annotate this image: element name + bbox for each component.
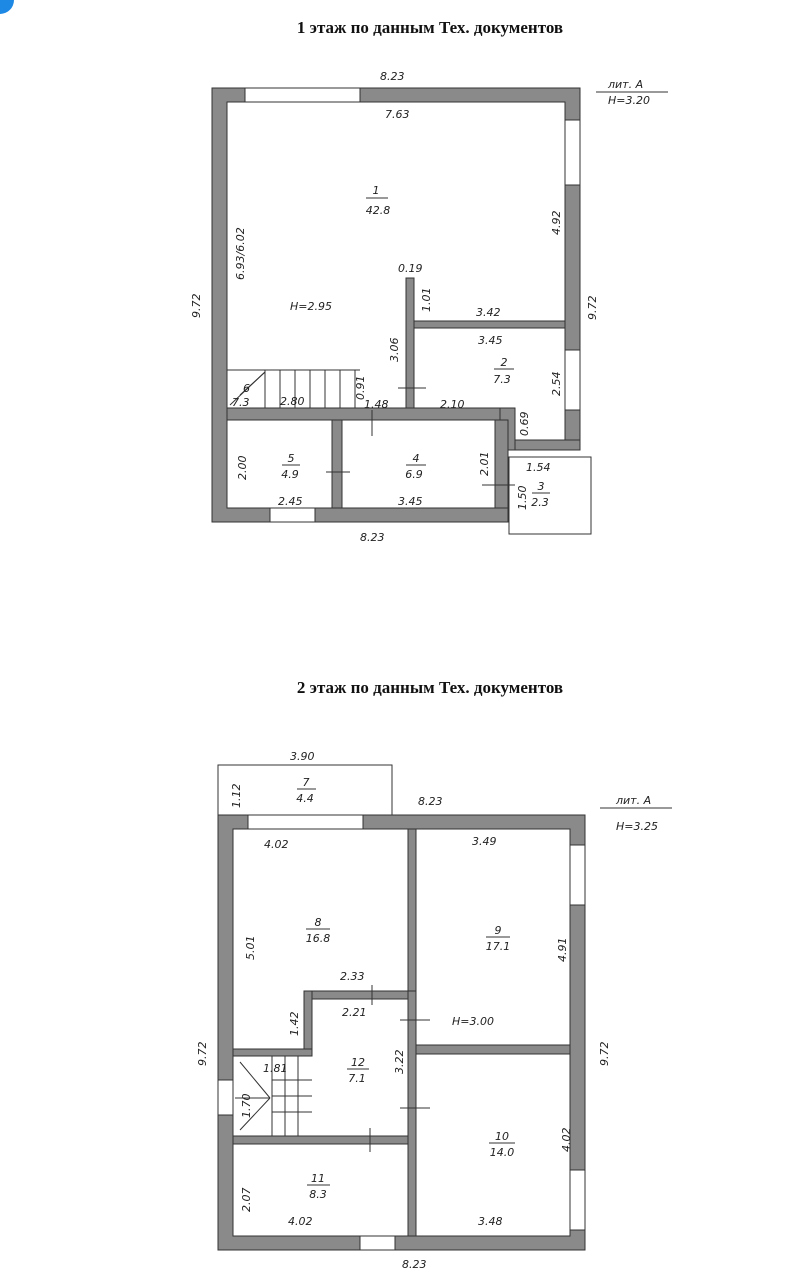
floor2-title: 2 этаж по данным Тех. документов [296,678,564,697]
dim: 2.33 [340,970,365,983]
room-area: 4.9 [281,468,299,481]
floor2-plan: 3.90 1.12 7 4.4 8.23 лит. А H=3.25 4.02 … [196,750,672,1271]
height-label: H=3.25 [616,820,658,833]
dim: 3.90 [290,750,315,763]
room-number: 11 [311,1172,325,1185]
dim: 8.23 [418,795,443,808]
dim: 1.01 [420,288,433,313]
dim: 6.93/6.02 [234,227,247,280]
dim: 4.02 [560,1128,573,1153]
dim: 3.45 [398,495,423,508]
dim: 1.42 [288,1012,301,1037]
dim: 2.01 [478,452,491,477]
floor1-plan: 8.23 7.63 лит. А H=3.20 9.72 6.93/6.02 4… [190,70,668,544]
room-number: 5 [288,452,295,465]
room-number: 3 [538,480,545,493]
dim: 4.91 [556,938,569,963]
dim: 1.50 [516,486,529,511]
dim: 9.72 [190,294,203,319]
dim: 2.80 [280,395,305,408]
dim: 7.63 [385,108,410,121]
room-number: 7 [303,776,310,789]
floor1-title: 1 этаж по данным Тех. документов [296,18,564,37]
room-area: 17.1 [486,940,511,953]
dim: 3.22 [393,1050,406,1075]
dim: 2.21 [342,1006,367,1019]
dim: 2.54 [550,372,563,397]
dim: H=2.95 [290,300,332,313]
room-number: 2 [501,356,508,369]
dim: 3.49 [472,835,497,848]
dim: 2.10 [440,398,465,411]
dim: 4.92 [550,211,563,236]
dim: 4.02 [264,838,289,851]
room-area: 6.9 [405,468,423,481]
dim: 0.69 [518,412,531,437]
room-area: 7.1 [348,1072,366,1085]
dim: 0.91 [354,376,367,401]
dim: 8.23 [380,70,405,83]
dim: 1.12 [230,784,243,809]
room-area: 7.3 [493,373,511,386]
room-area: 7.3 [232,396,250,409]
room-number: 8 [315,916,322,929]
room-number: 6 [243,382,250,395]
dim: 1.54 [526,461,551,474]
dim: 1.70 [240,1094,253,1119]
dim: 2.00 [236,456,249,481]
dim: H=3.00 [452,1015,494,1028]
dim: 2.45 [278,495,303,508]
dim: 9.72 [196,1042,209,1067]
room-area: 16.8 [306,932,331,945]
room-area: 2.3 [531,496,549,509]
dim: 8.23 [360,531,385,544]
room-area: 14.0 [490,1146,515,1159]
room-number: 9 [495,924,502,937]
dim: 1.81 [263,1062,288,1075]
dim: 5.01 [244,936,257,961]
dim: 3.06 [388,338,401,363]
dim: 0.19 [398,262,423,275]
dim: 4.02 [288,1215,313,1228]
dim: 9.72 [586,296,599,321]
lit-label: лит. А [607,78,643,91]
dim: 1.48 [364,398,389,411]
room-number: 4 [413,452,420,465]
dim: 2.07 [240,1188,253,1213]
room-number: 1 [373,184,380,197]
dim: 3.45 [478,334,503,347]
room-number: 12 [351,1056,365,1069]
room-number: 10 [495,1130,509,1143]
dim: 9.72 [598,1042,611,1067]
dim: 3.48 [478,1215,503,1228]
lit-label: лит. А [615,794,651,807]
room-area: 42.8 [366,204,391,217]
room-area: 8.3 [309,1188,327,1201]
dim: 3.42 [476,306,501,319]
height-label: H=3.20 [608,94,650,107]
dim: 8.23 [402,1258,427,1271]
room-area: 4.4 [296,792,314,805]
